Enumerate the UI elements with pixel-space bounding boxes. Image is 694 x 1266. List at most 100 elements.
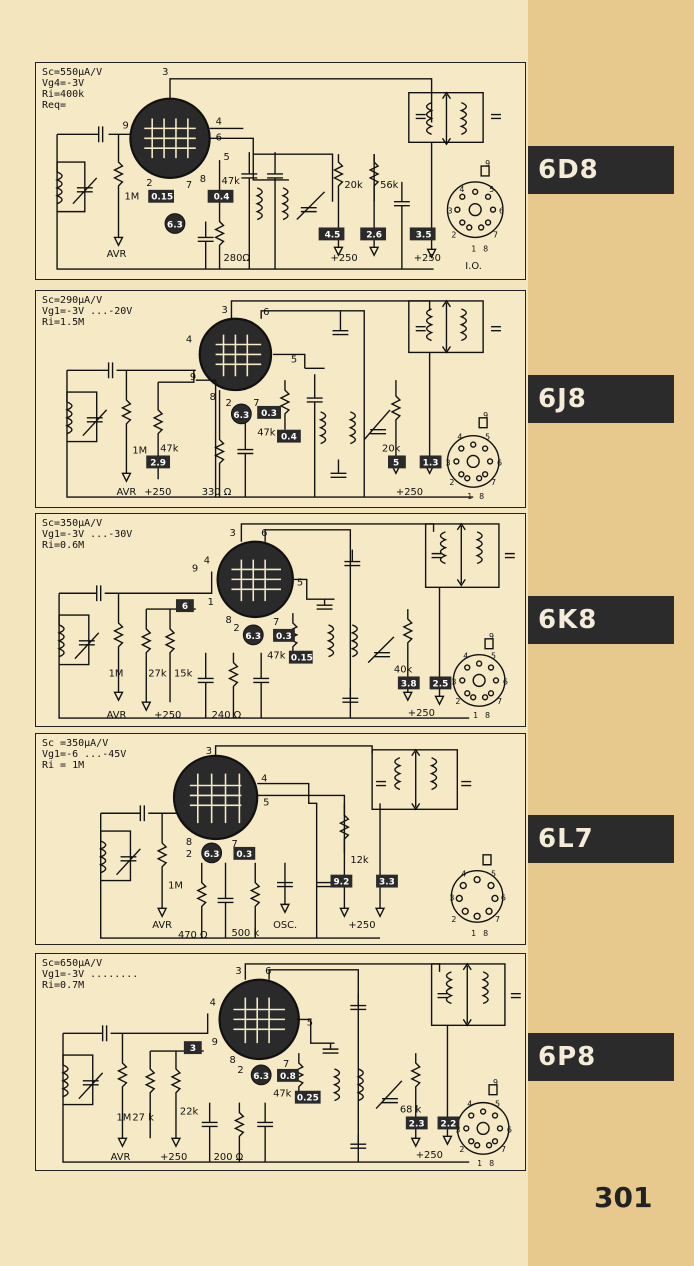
resistor-label: 240 Ω (212, 710, 242, 721)
voltage-box (148, 189, 174, 203)
pin-label: 5 (307, 1017, 313, 1028)
schematic-6k8: 3 6 9 4 1 5 8 2 7 1M 27k 15k 47k 40k 240… (57, 522, 515, 721)
tube-6l7-envelope (172, 754, 259, 841)
voltage-value: 3.8 (401, 679, 417, 689)
heater-voltage-circle (230, 403, 252, 425)
schematic-6j8: 3 6 4 9 5 8 2 7 1M 47k 47k 20k 330 Ω 2.9… (65, 299, 502, 501)
param-line: Sc=350µA/V (42, 518, 103, 529)
tube-params-6j8: Sc=290µA/V Vg1=-3V ...-20V Ri=1.5M (42, 295, 132, 328)
socket-6k8 (452, 653, 506, 707)
heater-voltage-circle (201, 842, 223, 864)
pin-label: 8 (186, 837, 192, 848)
voltage-value: 3 (190, 1044, 196, 1054)
resistor-label: 1M (117, 1112, 132, 1123)
resistor-label: 470 Ω (178, 930, 208, 941)
voltage-box (233, 846, 256, 860)
socket-6d8 (446, 181, 504, 239)
pin-label: 8 (229, 1055, 235, 1066)
schematic-6l7: 3 4 5 8 2 7 1M 12k 470 Ω 500 k 6.3 0.3 9… (98, 745, 506, 941)
param-line: Vg1=-3V ........ (42, 969, 139, 980)
param-line: Req= (42, 100, 67, 111)
tube-tag-6k8: 6K8 (528, 596, 674, 644)
socket-pin-label: 2 (451, 915, 456, 924)
voltage-value: 6.3 (167, 220, 183, 230)
schematic-panel-6d8: Sc=550µA/V Vg4=-3V Ri=400k Req= (35, 62, 526, 280)
pin-label: 5 (291, 354, 297, 365)
resistor-label: 1M (168, 881, 183, 892)
resistor-label: 40k (394, 665, 413, 676)
param-line: Ri = 1M (42, 760, 85, 771)
voltage-box (318, 227, 345, 241)
supply-label: +250 (154, 710, 181, 721)
socket-pin-label: 8 (483, 244, 488, 253)
voltage-box (429, 676, 452, 690)
voltage-box (277, 1068, 299, 1082)
socket-pin-label: 5 (491, 870, 496, 879)
resistor-label: 1M (109, 668, 124, 679)
voltage-box (437, 1116, 460, 1130)
tube-tag-6p8: 6P8 (528, 1033, 674, 1081)
schematic-panel-6k8: Sc=350µA/V Vg1=-3V ...-30V Ri=0.6M (35, 513, 526, 727)
pin-label: 6 (265, 966, 271, 977)
schematic-panel-6p8: Sc=650µA/V Vg1=-3V ........ Ri=0.7M (35, 953, 526, 1171)
voltage-value: 0.15 (151, 193, 173, 203)
pin-label: 4 (204, 556, 210, 567)
pin-label: 9 (192, 563, 198, 574)
pin-label: 4 (216, 116, 222, 127)
pin-label: 5 (263, 797, 269, 808)
voltage-box (183, 1041, 202, 1055)
supply-label: +250 (160, 1152, 187, 1163)
pin-label: 9 (212, 1037, 218, 1048)
voltage-value: 6.3 (204, 850, 220, 860)
socket-pin-label: 8 (479, 492, 484, 501)
socket-pin-label: 7 (493, 230, 498, 239)
resistor-label: 280Ω (224, 253, 251, 264)
pin-label: 5 (297, 577, 303, 588)
socket-pin-label: 2 (451, 230, 456, 239)
voltage-box (376, 874, 398, 888)
socket-pin-label: 5 (491, 652, 496, 661)
param-line: Ri=0.6M (42, 540, 85, 551)
schematic-6p8: 3 6 4 9 5 8 2 7 1M 27 k 22k 47k 68 k 200… (61, 962, 521, 1168)
resistor-label: 500 k (231, 928, 259, 939)
heater-voltage-circle (164, 213, 186, 234)
pin-label: 3 (206, 746, 212, 757)
resistor-label: 27 k (132, 1112, 154, 1123)
voltage-box (419, 455, 442, 469)
pin-label: 5 (224, 152, 230, 163)
pin-label: 6 (216, 132, 222, 143)
voltage-box (175, 599, 194, 613)
param-line: Sc=290µA/V (42, 295, 103, 306)
pin-label: 2 (186, 849, 192, 860)
supply-label: AVR (117, 487, 137, 498)
voltage-box (294, 1090, 321, 1104)
pin-label: 4 (210, 998, 216, 1009)
voltage-value: 0.3 (261, 409, 277, 419)
resistor-label: 47k (160, 444, 179, 455)
voltage-box (330, 874, 353, 888)
tube-tag-6d8: 6D8 (528, 146, 674, 194)
socket-pin-label: 8 (485, 711, 490, 720)
socket-pin-label: 9 (489, 632, 494, 641)
resistor-label: 27k (148, 668, 167, 679)
param-line: Vg1=-3V ...-20V (42, 306, 133, 317)
socket-pin-label: 9 (483, 411, 488, 420)
socket-pin-label: 5 (495, 1100, 500, 1109)
pin-label: 7 (231, 839, 237, 850)
supply-label: OSC. (273, 920, 297, 931)
socket-pin-label: 8 (483, 929, 488, 938)
pin-label: 3 (229, 528, 235, 539)
socket-pin-label: 8 (489, 1159, 494, 1168)
resistor-label: 47k (273, 1089, 292, 1100)
voltage-value: 0.8 (280, 1072, 296, 1082)
pin-label: 8 (210, 392, 216, 403)
pin-label: 9 (122, 120, 128, 131)
socket-pin-label: 4 (457, 433, 462, 442)
voltage-value: 0.4 (281, 433, 297, 443)
socket-pin-label: 5 (489, 185, 494, 194)
param-line: Ri=1.5M (42, 317, 85, 328)
voltage-value: 3.5 (416, 230, 432, 240)
schematic-panel-6l7: Sc =350µA/V Vg1=-6 ...-45V Ri = 1M 3 4 (35, 733, 526, 945)
pin-label: 2 (146, 178, 152, 189)
pin-label: 7 (283, 1059, 289, 1070)
